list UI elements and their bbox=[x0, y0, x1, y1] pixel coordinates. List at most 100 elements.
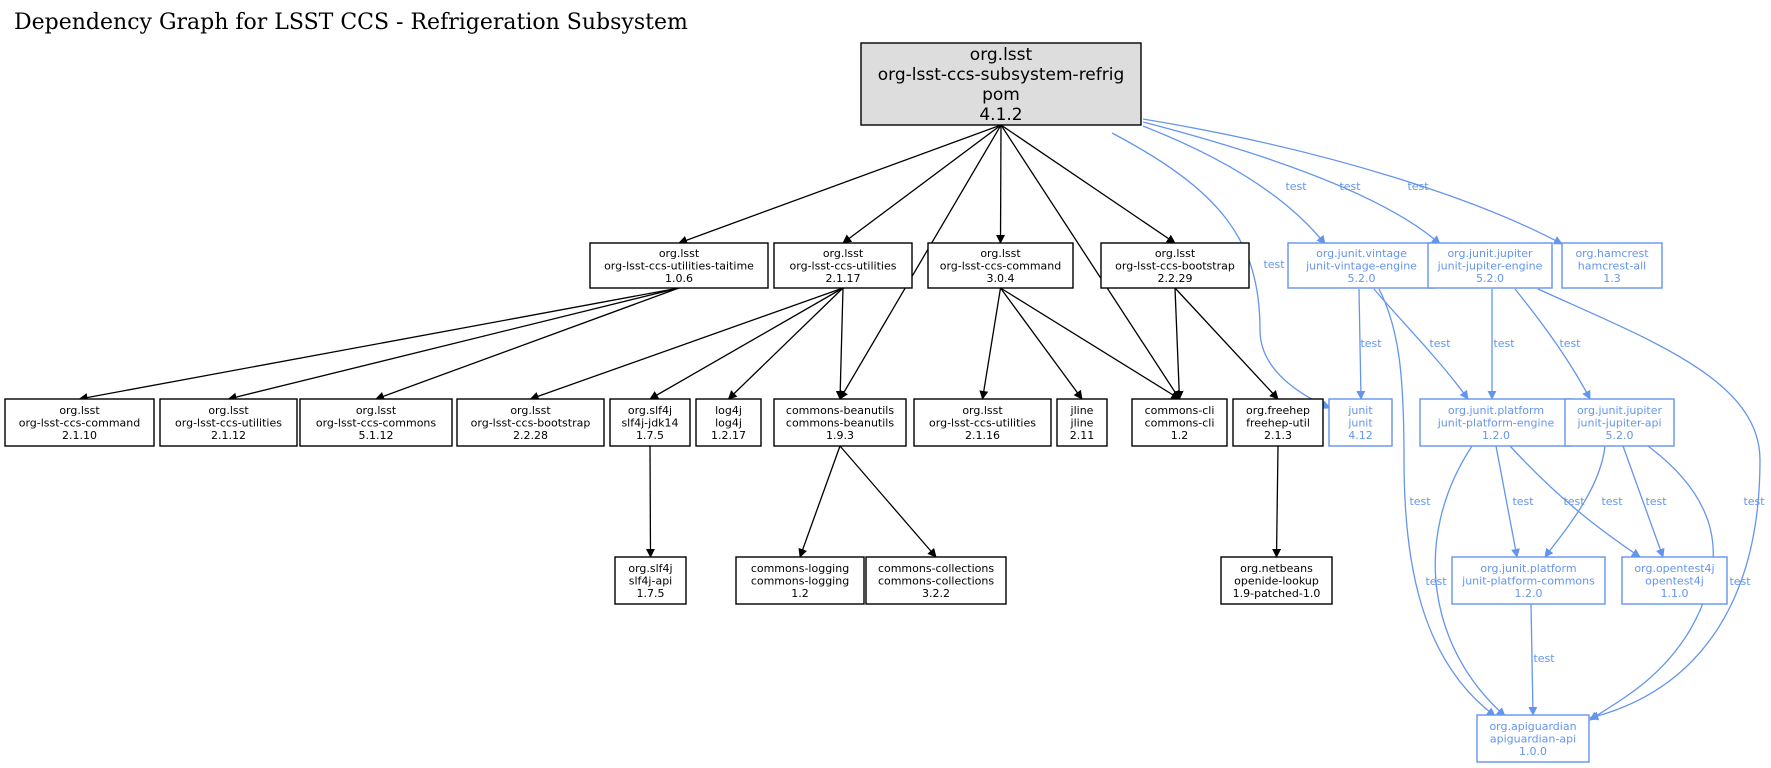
edge-beanutils-to-commons_collections bbox=[839, 445, 937, 558]
edge-label-platform_engine-to-platform_commons: test bbox=[1512, 495, 1534, 508]
edge-jupiter_engine-to-jupiter_api bbox=[1514, 288, 1591, 400]
node-vintage-line-1: junit-vintage-engine bbox=[1305, 259, 1417, 272]
node-box-commons_collections bbox=[865, 556, 1007, 605]
edge-taitime-to-command_2110 bbox=[78, 287, 680, 402]
node-box-platform_commons bbox=[1451, 556, 1606, 605]
node-slf4j_api-line-1: slf4j-api bbox=[629, 574, 672, 587]
node-utilities_2116-line-0: org.lsst bbox=[962, 404, 1003, 417]
node-jupiter_engine-line-2: 5.2.0 bbox=[1476, 272, 1504, 285]
node-platform_commons-line-2: 1.2.0 bbox=[1515, 587, 1543, 600]
node-box-platform_engine bbox=[1419, 398, 1573, 447]
node-platform_engine-line-0: org.junit.platform bbox=[1448, 404, 1544, 417]
node-commons_collections: commons-collectionscommons-collections3.… bbox=[865, 556, 1007, 605]
edge-label-root-to-junit: test bbox=[1263, 258, 1285, 271]
edge-label-jupiter_api-to-opentest4j: test bbox=[1645, 495, 1667, 508]
node-jupiter_api-line-1: junit-jupiter-api bbox=[1576, 416, 1661, 429]
edge-utilities_2117-to-slf4j_jdk14 bbox=[649, 287, 844, 400]
node-utilities_2117-line-1: org-lsst-ccs-utilities bbox=[790, 259, 897, 272]
node-box-log4j bbox=[695, 398, 762, 447]
edge-utilities_2117-to-beanutils bbox=[835, 287, 845, 400]
node-commons_cli-line-1: commons-cli bbox=[1145, 416, 1215, 429]
node-box-jupiter_api bbox=[1564, 398, 1675, 447]
node-taitime-line-1: org-lsst-ccs-utilities-taitime bbox=[604, 259, 754, 272]
edge-root-to-command_304 bbox=[996, 124, 1006, 244]
edge-label-root-to-vintage: test bbox=[1285, 180, 1307, 193]
edge-label-platform_engine-to-apiguardian: test bbox=[1425, 575, 1447, 588]
edge-platform_engine-to-platform_commons bbox=[1495, 445, 1520, 558]
edge-jupiter_engine-to-apiguardian bbox=[1537, 288, 1761, 721]
edge-label-jupiter_engine-to-jupiter_api: test bbox=[1559, 337, 1581, 350]
edge-freehep-to-openide bbox=[1272, 445, 1282, 558]
node-box-jline bbox=[1056, 398, 1108, 447]
edge-root-to-jupiter_engine bbox=[1142, 121, 1441, 245]
edge-vintage-to-platform_engine bbox=[1373, 288, 1469, 400]
node-command_2110-line-2: 2.1.10 bbox=[62, 429, 97, 442]
node-commons_logging-line-0: commons-logging bbox=[751, 562, 849, 575]
edge-bootstrap_2229-to-commons_cli bbox=[1174, 287, 1184, 400]
node-vintage: org.junit.vintagejunit-vintage-engine5.2… bbox=[1287, 242, 1436, 289]
node-taitime-line-2: 1.0.6 bbox=[665, 272, 693, 285]
node-box-freehep bbox=[1232, 398, 1324, 447]
edge-root-to-bootstrap_2229 bbox=[1000, 124, 1176, 244]
node-openide-line-2: 1.9-patched-1.0 bbox=[1233, 587, 1321, 600]
edge-root-to-taitime bbox=[678, 124, 1002, 245]
node-bootstrap_2228-line-0: org.lsst bbox=[510, 404, 551, 417]
node-beanutils-line-1: commons-beanutils bbox=[786, 416, 894, 429]
node-box-slf4j_jdk14 bbox=[609, 398, 691, 447]
node-freehep-line-1: freehep-util bbox=[1246, 416, 1310, 429]
node-jupiter_api-line-0: org.junit.jupiter bbox=[1577, 404, 1663, 417]
node-freehep-line-2: 2.1.3 bbox=[1264, 429, 1292, 442]
node-jupiter_engine-line-0: org.junit.jupiter bbox=[1447, 247, 1533, 260]
edge-label-jupiter_engine-to-apiguardian: test bbox=[1743, 495, 1765, 508]
node-command_304-line-2: 3.0.4 bbox=[987, 272, 1015, 285]
edge-label-vintage-to-apiguardian: test bbox=[1409, 495, 1431, 508]
node-bootstrap_2229-line-0: org.lsst bbox=[1155, 247, 1196, 260]
node-slf4j_api-line-0: org.slf4j bbox=[628, 562, 672, 575]
node-commons_collections-line-1: commons-collections bbox=[878, 574, 994, 587]
edge-root-to-utilities_2117 bbox=[842, 124, 1002, 244]
node-box-slf4j_api bbox=[614, 556, 687, 605]
node-box-jupiter_engine bbox=[1427, 242, 1553, 289]
edge-platform_commons-to-apiguardian bbox=[1528, 603, 1538, 716]
node-commons_cli-line-0: commons-cli bbox=[1145, 404, 1215, 417]
node-jline-line-0: jline bbox=[1070, 404, 1094, 417]
node-root-line-0: org.lsst bbox=[970, 45, 1033, 65]
edge-platform_engine-to-apiguardian bbox=[1434, 445, 1506, 717]
node-hamcrest-line-2: 1.3 bbox=[1603, 272, 1621, 285]
node-box-openide bbox=[1220, 556, 1333, 605]
edge-label-platform_engine-to-opentest4j: test bbox=[1563, 495, 1585, 508]
node-freehep-line-0: org.freehep bbox=[1246, 404, 1310, 417]
node-slf4j_api-line-2: 1.7.5 bbox=[637, 587, 665, 600]
node-vintage-line-0: org.junit.vintage bbox=[1316, 247, 1407, 260]
edge-beanutils-to-commons_logging bbox=[798, 445, 841, 558]
edge-root-to-commons_cli bbox=[1000, 124, 1181, 400]
node-beanutils-line-0: commons-beanutils bbox=[786, 404, 894, 417]
edge-command_304-to-jline bbox=[999, 287, 1083, 400]
node-utilities_2112-line-0: org.lsst bbox=[208, 404, 249, 417]
edge-vintage-to-junit bbox=[1356, 288, 1366, 400]
node-utilities_2112-line-1: org-lsst-ccs-utilities bbox=[175, 416, 282, 429]
node-platform_engine: org.junit.platformjunit-platform-engine1… bbox=[1419, 398, 1573, 447]
node-box-utilities_2112 bbox=[159, 398, 298, 447]
node-box-vintage bbox=[1287, 242, 1436, 289]
node-jupiter_api-line-2: 5.2.0 bbox=[1606, 429, 1634, 442]
node-box-commons_5112 bbox=[299, 398, 453, 447]
node-log4j-line-0: log4j bbox=[715, 404, 742, 417]
node-bootstrap_2229-line-1: org-lsst-ccs-bootstrap bbox=[1115, 259, 1235, 272]
edge-jupiter_api-to-platform_commons bbox=[1544, 445, 1606, 558]
edge-root-to-beanutils bbox=[839, 124, 1002, 400]
node-junit-line-0: junit bbox=[1347, 404, 1373, 417]
edge-root-to-vintage bbox=[1142, 125, 1326, 245]
